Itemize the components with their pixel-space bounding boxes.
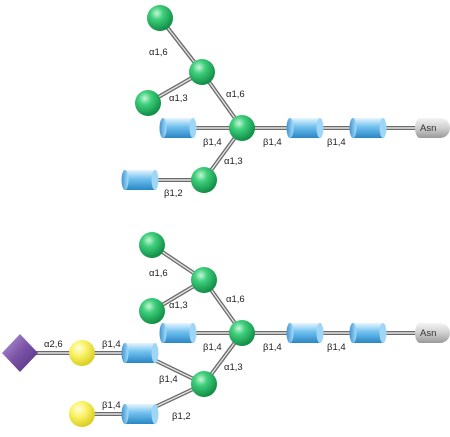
glcnac-icon	[349, 118, 387, 138]
linkage-label: α1,6	[226, 294, 245, 305]
mannose-icon	[191, 267, 217, 293]
top-glycan: Asn α1,6 α1,3 α1,6 β1,4 β1,4 β1,4 α1,3 β…	[121, 5, 450, 199]
asn-icon: Asn	[415, 323, 450, 343]
galactose-icon	[69, 401, 95, 427]
glcnac-icon	[286, 118, 324, 138]
mannose-icon	[135, 90, 161, 116]
linkage-label: β1,4	[327, 342, 346, 353]
mannose-icon	[147, 5, 173, 31]
sialic-acid-icon	[2, 334, 38, 372]
mannose-icon	[139, 232, 165, 258]
linkage-label: α1,3	[169, 93, 188, 104]
linkage-label: β1,4	[203, 137, 222, 148]
linkage-label: β1,4	[159, 374, 178, 385]
linkage-label: α1,3	[224, 156, 243, 167]
glcnac-icon	[159, 118, 197, 138]
linkage-label: β1,4	[203, 342, 222, 353]
linkage-label: α1,3	[169, 300, 188, 311]
glcnac-icon	[159, 323, 197, 343]
mannose-icon	[139, 298, 165, 324]
linkage-label: β1,4	[102, 400, 121, 411]
mannose-icon	[189, 59, 215, 85]
glcnac-icon	[121, 170, 159, 190]
galactose-icon	[69, 340, 95, 366]
linkage-label: α2,6	[44, 339, 63, 350]
linkage-label: β1,2	[164, 188, 183, 199]
linkage-label: β1,4	[263, 137, 282, 148]
linkage-label: β1,4	[102, 339, 121, 350]
linkage-label: β1,2	[172, 411, 191, 422]
asn-label: Asn	[420, 123, 436, 134]
mannose-icon	[229, 115, 255, 141]
glcnac-icon	[286, 323, 324, 343]
asn-label: Asn	[420, 328, 436, 339]
linkage-label: β1,4	[327, 137, 346, 148]
linkage-label: α1,3	[224, 362, 243, 373]
glcnac-icon	[121, 343, 159, 363]
linkage-label: α1,6	[149, 47, 168, 58]
linkage-label: α1,6	[226, 89, 245, 100]
bottom-glycan: Asn α1,6 α1,3 α1,6 α2,6 β1,4 β1,4 β1,4 β…	[2, 232, 450, 427]
mannose-icon	[191, 167, 217, 193]
mannose-icon	[229, 320, 255, 346]
linkage-label: α1,6	[149, 268, 168, 279]
glcnac-icon	[121, 404, 159, 424]
linkage-label: β1,4	[263, 342, 282, 353]
mannose-icon	[191, 371, 217, 397]
glcnac-icon	[349, 323, 387, 343]
asn-icon: Asn	[415, 118, 450, 138]
